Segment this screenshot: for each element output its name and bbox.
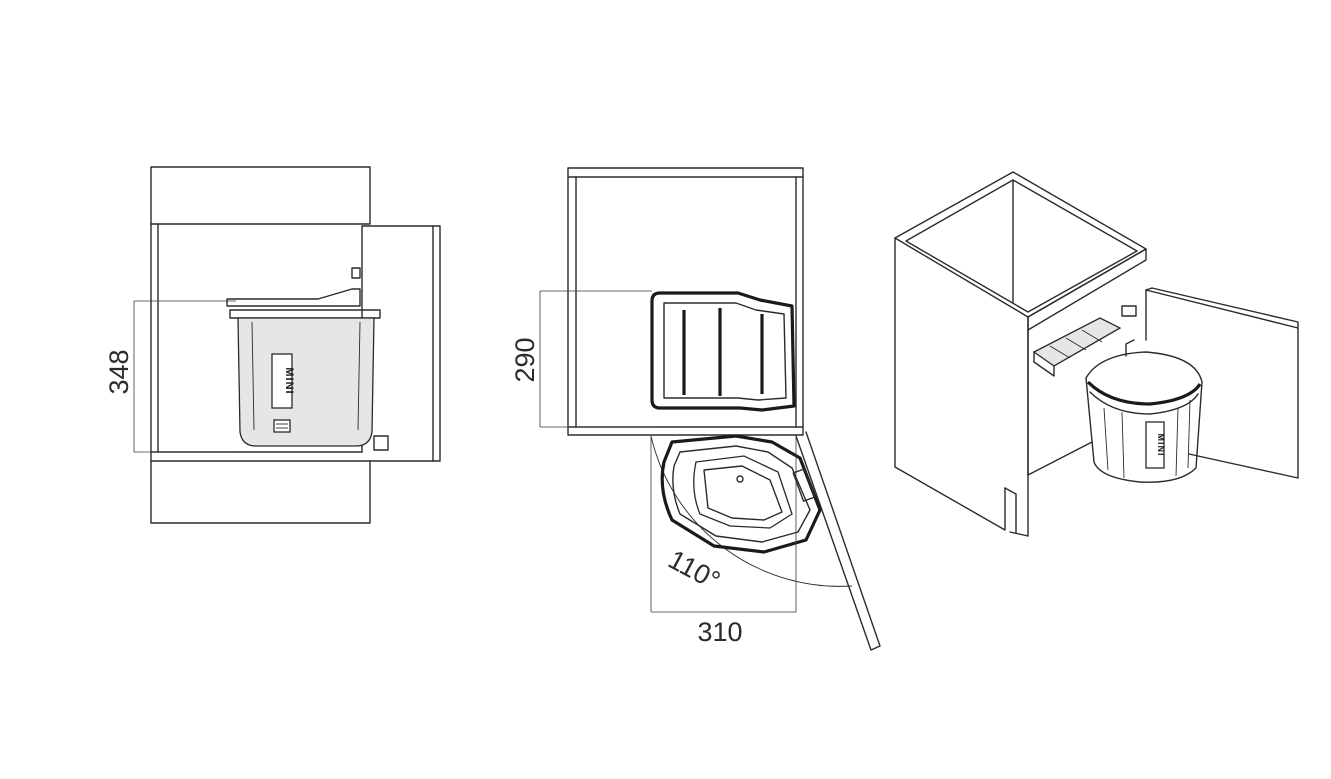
side-bin-label-text: MINI [283,367,295,394]
dim-depth-label: 290 [510,337,540,382]
iso-cabinet-rail [1027,248,1147,331]
top-bin-swung-rim [672,445,811,543]
top-cabinet-frame [567,167,804,436]
iso-bin-rim-lower [1089,391,1199,415]
side-cabinet-top [150,166,371,225]
iso-door [1145,289,1299,479]
side-hinge-clip [351,267,361,279]
iso-view: MINI [894,171,1299,537]
top-bin-stored [650,291,796,412]
top-bin-swung [660,434,822,554]
iso-bin-body [1085,351,1203,483]
dim-angle-label: 110° [663,544,725,596]
iso-hinge-clip [1121,305,1137,317]
side-lid-frame [226,288,361,307]
iso-cabinet-opening [1027,329,1093,476]
side-cabinet-body [150,223,371,524]
side-view: MINI 348 [104,166,441,524]
top-bin-stored-inner [663,302,787,401]
side-bin-rim [229,309,381,319]
top-bin-swung-lid [693,455,793,529]
side-bin-rib [251,321,255,431]
iso-cabinet-base [1009,531,1029,537]
iso-bin-label-text: MINI [1156,434,1166,457]
iso-bin-bracket [1125,339,1135,357]
side-bottom-bracket [373,435,389,451]
top-bin-center-mark [736,475,744,483]
dim-height-label: 348 [104,349,134,394]
iso-cabinet-left [894,237,1006,531]
top-door-open [795,431,881,651]
iso-bin-lid [1032,317,1122,367]
iso-cabinet-top-inner [905,179,1138,313]
iso-cabinet-top [894,171,1147,318]
dim-width-label: 310 [697,617,742,647]
iso-door-top [1145,287,1299,329]
side-bin-rib [357,321,361,431]
side-door [361,225,441,462]
side-bin-handle [273,419,291,433]
top-bin-swung-lid-inner [703,465,783,521]
top-bin-bracket [792,468,816,502]
side-bin-body [237,317,375,447]
top-view: 290 310 110° [510,167,881,651]
iso-bin-lid-edge [1033,351,1055,377]
side-bin-label [271,353,293,409]
iso-bin-rim [1086,380,1202,406]
iso-bin-label [1145,421,1165,469]
iso-cabinet-foot [1004,487,1017,495]
